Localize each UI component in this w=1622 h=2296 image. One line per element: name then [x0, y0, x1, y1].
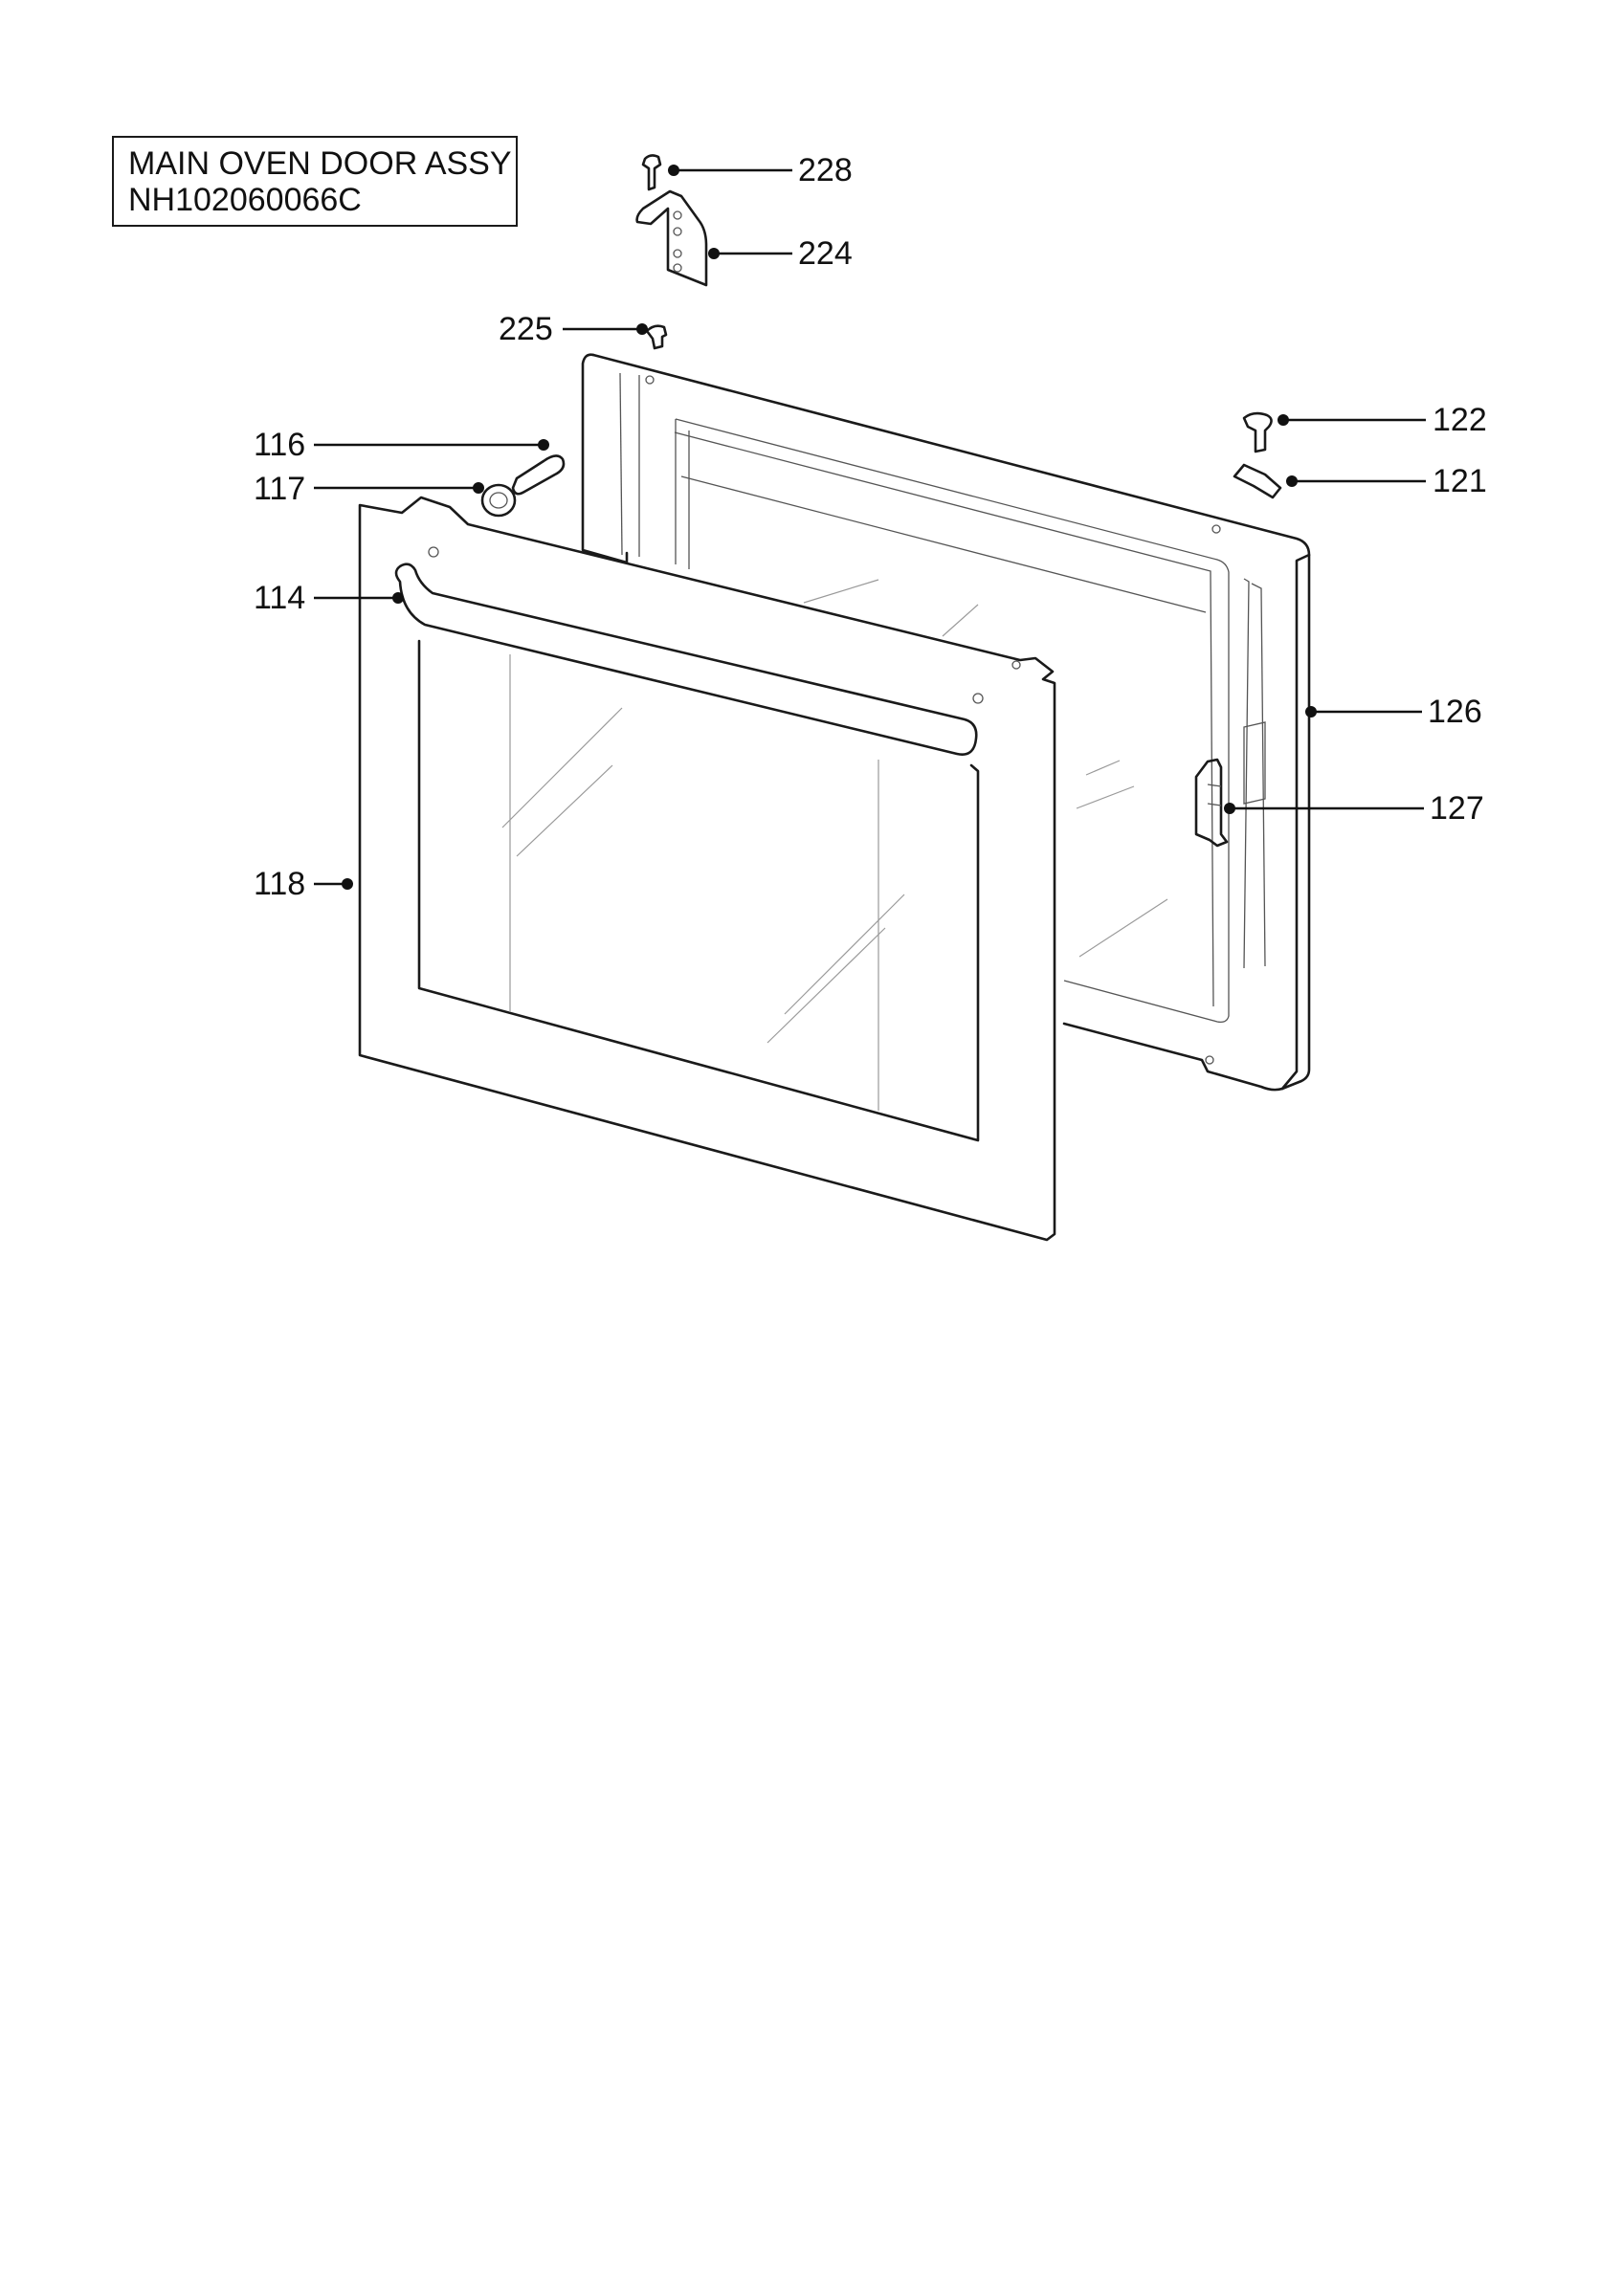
door-latch — [1194, 758, 1229, 848]
part-number: NH102060066C — [128, 182, 362, 218]
callout-122: 122 — [1433, 402, 1487, 438]
callout-127: 127 — [1430, 790, 1484, 827]
washer-117 — [480, 483, 517, 518]
diagram-title: MAIN OVEN DOOR ASSY — [128, 145, 512, 182]
door-handle — [394, 563, 978, 756]
callout-224: 224 — [798, 235, 853, 272]
hinge-bracket — [635, 189, 708, 287]
screw-225 — [645, 324, 668, 350]
screw-116 — [511, 454, 566, 496]
diagram-title-box: MAIN OVEN DOOR ASSY NH102060066C — [112, 136, 518, 227]
outer-door-glass — [358, 496, 1056, 1242]
callout-118: 118 — [254, 866, 306, 902]
screw-228 — [641, 154, 662, 191]
screw-122 — [1242, 411, 1273, 453]
clip-121 — [1233, 463, 1282, 499]
callout-117: 117 — [254, 471, 306, 507]
callout-116: 116 — [254, 427, 306, 463]
callout-126: 126 — [1428, 694, 1482, 730]
callout-225: 225 — [499, 311, 553, 347]
inner-door-panel — [581, 353, 1311, 1092]
callout-121: 121 — [1433, 463, 1487, 499]
callout-228: 228 — [798, 152, 853, 188]
callout-leaders — [314, 165, 1426, 890]
callout-114: 114 — [254, 580, 306, 616]
